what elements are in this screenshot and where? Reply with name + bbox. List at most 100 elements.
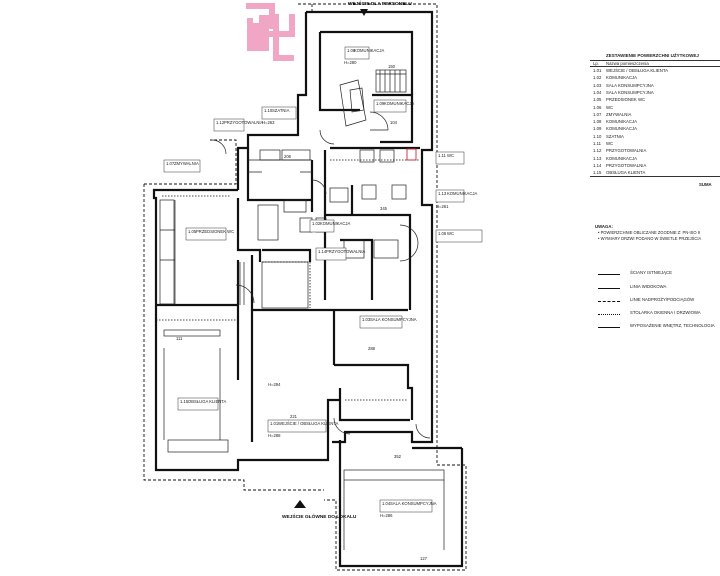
lintel-lines <box>156 159 420 401</box>
legend-row-name: WC <box>606 104 614 110</box>
room-tag-name: PRZYGOTOWALNIA <box>326 249 366 254</box>
line-key-label: LINIA WIDOKOWA <box>630 284 667 289</box>
legend-row-no: 1.13 <box>593 155 602 161</box>
line-key-sample <box>598 274 620 275</box>
area-summary-title: ZESTAWIENIE POWIERZCHNI UŻYTKOWEJ <box>606 53 699 58</box>
height-label: H=280 <box>344 60 357 65</box>
room-tag-name: KOMUNIKACJA <box>320 221 350 226</box>
dimension: 111 <box>176 336 183 341</box>
room-tag-name: PRZEDSIONEK WC <box>196 229 234 234</box>
note-text: POWIERZCHNIE OBLICZANE ZGODNIE Z: PN-ISO… <box>600 230 700 235</box>
legend-row-name: ZMYWALNIA <box>606 111 632 117</box>
legend-row-name: KOMUNIKACJA <box>606 126 638 132</box>
legend-row-no: 1.12 <box>593 148 602 154</box>
line-key-row: ŚCIANY ISTNIEJĄCE <box>598 270 718 278</box>
room-tag-name: WC <box>447 153 454 158</box>
dimension: 352 <box>394 454 402 459</box>
room-tag-name: OBSŁUGA KLIENTA <box>188 399 227 404</box>
dimension: 288 <box>368 346 376 351</box>
main-entrance-text: WEJŚCIE GŁÓWNE DO LOKALU <box>282 512 357 520</box>
legend-divider <box>590 66 720 67</box>
legend-row-no: 1.10 <box>593 133 602 139</box>
legend-row-name: WEJŚCIE / OBSŁUGA KLIENTA <box>606 68 669 73</box>
legend-row: 1.03 SALA KONSUMPCYJNA <box>593 83 654 88</box>
dimension: 104 <box>390 120 398 125</box>
legend-row-name: KOMUNIKACJA <box>606 119 638 125</box>
room-tag-no: 1.09 <box>376 101 385 106</box>
room-tag-name: KOMUNIKACJA <box>384 101 414 106</box>
legend-divider <box>590 60 720 61</box>
line-key-label: ŚCIANY ISTNIEJĄCE <box>630 270 672 275</box>
dimension: 206 <box>284 154 292 159</box>
legend-row-name: WC <box>606 141 614 146</box>
room-tag-no: 1.05 <box>188 229 197 234</box>
legend-row-name: SZATNIA <box>606 133 624 139</box>
legend-row-no: 1.05 <box>593 97 602 103</box>
line-key-row: LINIA WIDOKOWA <box>598 284 718 292</box>
dimension: 127 <box>420 556 428 561</box>
legend-row-name: SALA KONSUMPCYJNA <box>606 82 654 88</box>
room-tag-no: 1.03 <box>362 317 371 322</box>
legend-row: 1.08 KOMUNIKACJA <box>593 119 637 124</box>
note-item: • POWIERZCHNIE OBLICZANE ZGODNIE Z: PN-I… <box>598 230 700 235</box>
room-tag-name: ZMYWALNIA <box>174 161 199 166</box>
room-tag-no: 1.14 <box>318 249 327 254</box>
room-tag-no: 1.06 <box>438 231 447 236</box>
room-tag-no: 1.13 <box>438 191 447 196</box>
room-tag-no: 1.10 <box>264 108 273 113</box>
main-entrance-label: WEJŚCIE GŁÓWNE DO LOKALU <box>282 512 357 520</box>
dimension: 150 <box>388 64 396 69</box>
room-tag-name: WC <box>447 231 454 236</box>
door-swings <box>211 111 431 439</box>
height-label: H=288 <box>268 433 281 438</box>
legend-header: Lp.Nazwa pomieszczenia <box>593 61 649 66</box>
line-key-row: LINIE NADPROŻY/PODCIĄGÓW <box>598 297 718 305</box>
entrance-arrows <box>294 9 368 508</box>
legend-header-no: Lp. <box>593 61 599 66</box>
legend-row-no: 1.15 <box>593 170 602 176</box>
room-tag-name: KOMUNIKACJA <box>354 48 384 53</box>
legend-row-no: 1.01 <box>593 68 602 73</box>
room-tag-no: 1.01 <box>270 421 279 426</box>
exterior-walls <box>152 10 464 568</box>
line-key-label: WYPOSAŻENIE WNĘTRZ, TECHNOLOGIA <box>630 323 715 328</box>
legend-row-no: 1.08 <box>593 119 602 125</box>
legend-row-no: 1.09 <box>593 126 602 132</box>
note-item: • WYMIARY DRZWI PODANO W ŚWIETLE PRZEJŚC… <box>598 236 702 241</box>
legend-row-no: 1.02 <box>593 75 602 81</box>
staff-entrance-arrow <box>360 9 368 16</box>
line-key-sample <box>598 327 620 328</box>
line-key-label: LINIE NADPROŻY/PODCIĄGÓW <box>630 297 695 302</box>
notes-title: UWAGA: <box>595 224 613 229</box>
note-text: WYMIARY DRZWI PODANO W ŚWIETLE PRZEJŚCIA <box>600 236 702 241</box>
legend-row-name: KOMUNIKACJA <box>606 155 638 161</box>
legend-row-no: 1.11 <box>593 141 602 146</box>
legend-divider <box>590 176 720 177</box>
ceiling-heights: H=280 H=263 H=261 H=294 H=288 H=286 <box>262 60 449 518</box>
legend-row-no: 1.03 <box>593 82 602 88</box>
legend-row: 1.11 WC <box>593 141 613 146</box>
main-entrance-arrow <box>294 500 306 508</box>
room-tag-name: PRZYGOTOWALNIA <box>224 120 264 125</box>
dimension: 221 <box>290 414 298 419</box>
